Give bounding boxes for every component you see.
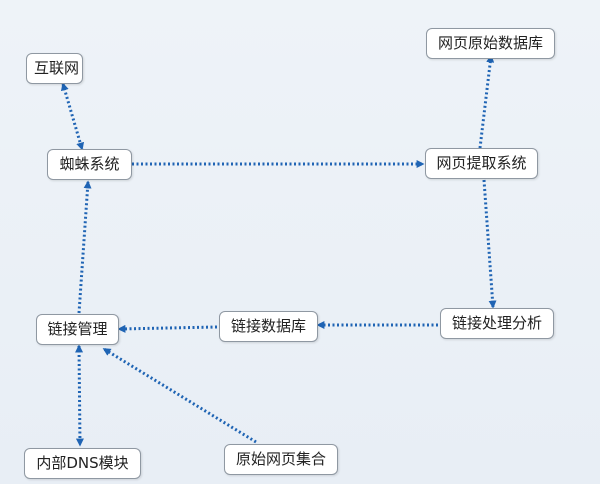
edge-web-extract-link-analysis xyxy=(482,179,497,309)
node-raw-web-collection: 原始网页集合 xyxy=(224,444,338,475)
node-raw-web-database: 网页原始数据库 xyxy=(426,28,555,59)
edge-link-db-link-mgmt xyxy=(117,324,218,333)
node-internet: 互联网 xyxy=(26,53,83,84)
node-web-extract-system: 网页提取系统 xyxy=(425,148,538,179)
edge-link-mgmt-dns xyxy=(75,344,84,447)
node-link-analysis: 链接处理分析 xyxy=(440,308,554,339)
node-link-database: 链接数据库 xyxy=(219,311,318,342)
node-spider-system: 蜘蛛系统 xyxy=(47,149,132,180)
node-internal-dns-module: 内部DNS模块 xyxy=(24,448,141,479)
edge-link-mgmt-spider xyxy=(77,180,92,314)
edge-internet-spider xyxy=(60,82,85,151)
edge-raw-set-link-mgmt xyxy=(102,347,257,444)
edge-web-extract-raw-db xyxy=(478,54,495,149)
node-link-management: 链接管理 xyxy=(36,314,119,345)
